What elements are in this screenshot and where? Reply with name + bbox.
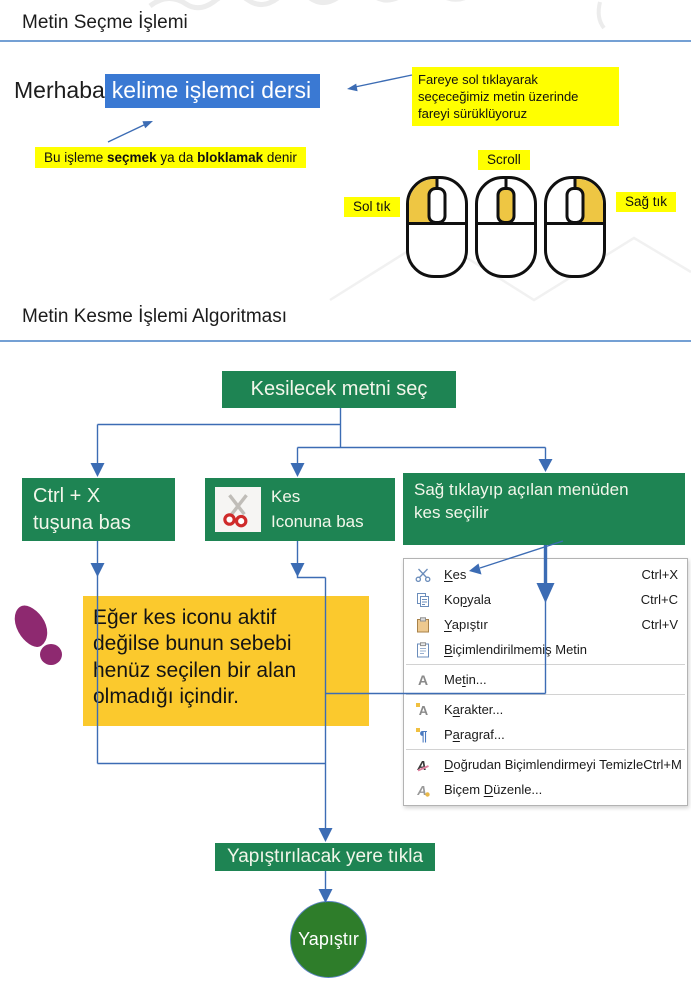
menu-item-kes[interactable]: Kes Ctrl+X (404, 562, 687, 587)
scroll-label: Scroll (478, 150, 530, 170)
flow-keyboard-box: Ctrl + X tuşuna bas (22, 478, 175, 541)
svg-text:A: A (419, 703, 429, 718)
menu-separator (406, 664, 685, 665)
menu-item-label: Karakter... (444, 702, 504, 717)
section-divider (0, 40, 691, 42)
flow-context-menu-box: Sağ tıklayıp açılan menüden kes seçilir (403, 473, 685, 545)
mouse-wheel (427, 187, 447, 224)
svg-text:A: A (418, 672, 428, 688)
section-divider (0, 340, 691, 342)
block-note-text: denir (263, 150, 297, 165)
text-icon: A (412, 672, 434, 688)
block-note-text: ya da (156, 150, 198, 165)
menu-shortcut: Ctrl+X (641, 567, 678, 582)
menu-shortcut: Ctrl+V (641, 617, 678, 632)
svg-text:A: A (416, 783, 426, 798)
menu-item-bicimlendirilmemis-metin[interactable]: Biçimlendirilmemiş Metin (404, 637, 687, 662)
paste-icon (412, 616, 434, 633)
menu-shortcut: Ctrl+C (640, 592, 678, 607)
block-note-text: Bu işleme (44, 150, 108, 165)
svg-text:¶: ¶ (420, 727, 428, 743)
paragraph-icon: ¶ (412, 727, 434, 743)
flow-start-box: Kesilecek metni seç (222, 371, 456, 408)
flow-paste-step-box: Yapıştırılacak yere tıkla (215, 843, 435, 871)
edit-style-icon: A (412, 782, 434, 798)
character-icon: A (412, 702, 434, 718)
block-note-bold-secmek: seçmek (107, 150, 157, 165)
menu-item-label: Kopyala (444, 592, 491, 607)
section-title-metin-secme: Metin Seçme İşlemi (22, 12, 188, 33)
warning-note: Eğer kes iconu aktif değilse bunun sebeb… (83, 596, 369, 726)
selected-text[interactable]: kelime işlemci dersi (104, 74, 321, 108)
section-title-metin-kesme: Metin Kesme İşlemi Algoritması (22, 306, 288, 327)
svg-text:A: A (416, 758, 426, 773)
menu-item-karakter[interactable]: A Karakter... (404, 697, 687, 722)
drag-note: Fareye sol tıklayarak seçeceğimiz metin … (412, 67, 619, 127)
menu-item-kopyala[interactable]: Kopyala Ctrl+C (404, 587, 687, 612)
menu-item-yapistir[interactable]: Yapıştır Ctrl+V (404, 612, 687, 637)
mouse-right-click-icon (544, 176, 606, 278)
left-click-label: Sol tık (344, 197, 400, 217)
menu-separator (406, 694, 685, 695)
cut-scissors-icon (215, 487, 261, 532)
mouse-left-click-icon (406, 176, 468, 278)
flow-end-circle: Yapıştır (290, 901, 367, 978)
menu-item-bicem-duzenle[interactable]: A Biçem Düzenle... (404, 777, 687, 802)
menu-item-label: Biçem Düzenle... (444, 782, 543, 797)
exclamation-dot (40, 644, 62, 665)
mouse-wheel (565, 187, 585, 224)
context-menu: Kes Ctrl+X Kopyala Ctrl+C Yapıştır Ctrl+V Biçi… (403, 558, 688, 806)
paste-special-icon (412, 641, 434, 658)
block-note: Bu işleme seçmek ya da bloklamak denir (35, 147, 306, 168)
copy-icon (412, 592, 434, 608)
menu-item-label: Paragraf... (444, 727, 505, 742)
menu-item-metin[interactable]: A Metin... (404, 667, 687, 692)
menu-item-label: Metin... (444, 672, 487, 687)
mouse-wheel-highlight (496, 187, 516, 224)
menu-item-label: Kes (444, 567, 467, 582)
flow-cut-icon-label: Kes Iconuna bas (271, 487, 364, 531)
menu-shortcut: Ctrl+M (643, 757, 682, 772)
block-note-bold-bloklamak: bloklamak (197, 150, 264, 165)
mouse-scroll-icon (475, 176, 537, 278)
menu-item-label: Doğrudan Biçimlendirmeyi Temizle (444, 757, 644, 772)
menu-separator (406, 749, 685, 750)
clear-formatting-icon: A (412, 757, 434, 773)
menu-item-paragraf[interactable]: ¶ Paragraf... (404, 722, 687, 747)
menu-item-label: Yapıştır (444, 617, 488, 632)
plain-text: Merhaba (14, 77, 105, 103)
right-click-label: Sağ tık (616, 192, 677, 212)
scissors-icon (412, 567, 434, 583)
flow-cut-icon-box: Kes Iconuna bas (205, 478, 395, 541)
menu-item-label: Biçimlendirilmemiş Metin (444, 642, 588, 657)
